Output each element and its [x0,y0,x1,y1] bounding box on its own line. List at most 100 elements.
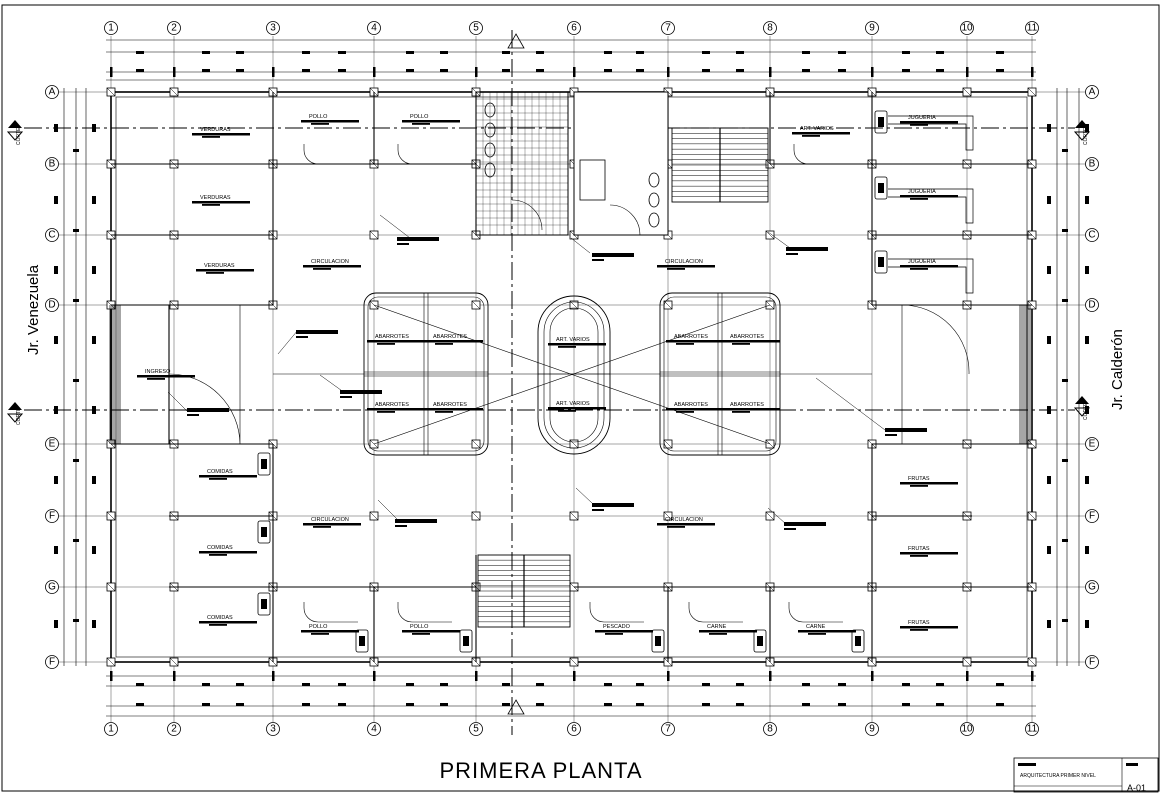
dimension-tick [1047,196,1051,204]
axis-bubble [1085,509,1099,523]
label-bar [667,268,685,270]
stall-label-abarrotes: ABARROTES [730,334,764,340]
dimension-tick [1047,266,1051,274]
stall-label-pollo: POLLO [410,624,429,630]
dimension-tick [302,703,310,706]
stall-label-frutas: FRUTAS [908,546,930,552]
dimension-tick [373,671,376,681]
note-bar [397,237,439,241]
label-bar [910,485,928,487]
label-bar [657,523,715,526]
sink-icon [753,629,767,653]
axis-bubble [661,722,675,736]
label-bar [301,120,359,123]
leader-line [767,507,787,525]
axis-bubble [1085,85,1099,99]
dimension-tick [54,196,58,204]
stall-label-verduras: VERDURAS [200,195,231,201]
axis-label: A [1089,87,1096,98]
dimension-tick [1062,299,1068,302]
column-hatch [106,511,116,521]
dimension-tick [302,69,310,72]
sink-icon [257,520,271,544]
dimension-tick [1047,476,1051,484]
toilet [648,192,660,208]
stall-label-frutas: FRUTAS [908,476,930,482]
note-bar [397,243,409,245]
axis-label: 10 [961,724,973,735]
stall-label-carne: CARNE [707,624,727,630]
axis-bubble [45,437,59,451]
stall-label-art-varios: ART. VARIOS [556,401,590,407]
sink-icon [261,599,267,609]
column-hatch [471,439,481,449]
dimension-tick [73,539,79,542]
dimension-tick [302,51,310,54]
dimension-tick [996,51,1004,54]
axis-bubble [367,21,381,35]
note-bar [592,503,634,507]
axis-label: 8 [767,724,773,735]
sink-icon [355,629,369,653]
dimension-tick [604,703,612,706]
dimension-tick [667,671,670,681]
label-bar [147,378,165,380]
outer-wall [110,91,1033,663]
stall-label-pollo: POLLO [309,114,328,120]
axis-bubble [104,21,118,35]
section-mark-label: CORTE [16,407,22,425]
column-hatch [471,511,481,521]
dimension-tick [636,51,644,54]
stall-label-abarrotes: ABARROTES [674,402,708,408]
dimension-tick [902,703,910,706]
dimension-tick [736,69,744,72]
stall-label-jugueria: JUGUERIA [908,115,936,121]
sink-icon [851,629,865,653]
stall-label-abarrotes: ABARROTES [433,334,467,340]
dimension-tick [73,379,79,382]
counter-curve [688,602,743,623]
label-bar [910,555,928,557]
label-bar [313,268,331,270]
counter-curve [397,602,452,623]
column-hatch [569,511,579,521]
dimension-tick [440,51,448,54]
label-bar [196,269,254,272]
label-bar [676,343,694,345]
dimension-tick [173,67,176,77]
axis-label: 7 [665,724,671,735]
stall-label-comidas: COMIDAS [207,615,233,621]
dimension-tick [902,51,910,54]
stall-label-jugueria: JUGUERIA [908,189,936,195]
axis-label: 10 [961,23,973,34]
dimension-tick [475,671,478,681]
dimension-tick [1062,459,1068,462]
dimension-tick [802,683,810,686]
note-bar [885,434,897,436]
leader-line [575,487,593,504]
label-bar [657,265,715,268]
dimension-tick [236,51,244,54]
dimension-tick [702,703,710,706]
axis-label: D [1088,300,1095,311]
section-mark-right-top: CORTE [1073,120,1091,145]
dimension-tick [440,683,448,686]
stall-labels: VERDURAS VERDURAS VERDURAS POLLO POLLO A… [145,114,936,630]
axis-label: C [1088,230,1095,241]
toilet [648,212,660,228]
dimension-tick [902,69,910,72]
label-bar [808,633,826,635]
dimension-tick [1085,196,1089,204]
sink-icon [261,459,267,469]
counter-curve [303,602,358,623]
axis-bubble [45,655,59,669]
title-block-project: ARQUITECTURA PRIMER NIVEL [1020,773,1096,779]
label-bar [206,272,224,274]
entrance-door [901,304,970,444]
column-hatch [1027,657,1037,667]
column-hatch [765,511,775,521]
dimension-tick [54,266,58,274]
entrance-door [168,304,241,445]
label-bar [199,621,257,624]
dimension-tick [202,683,210,686]
